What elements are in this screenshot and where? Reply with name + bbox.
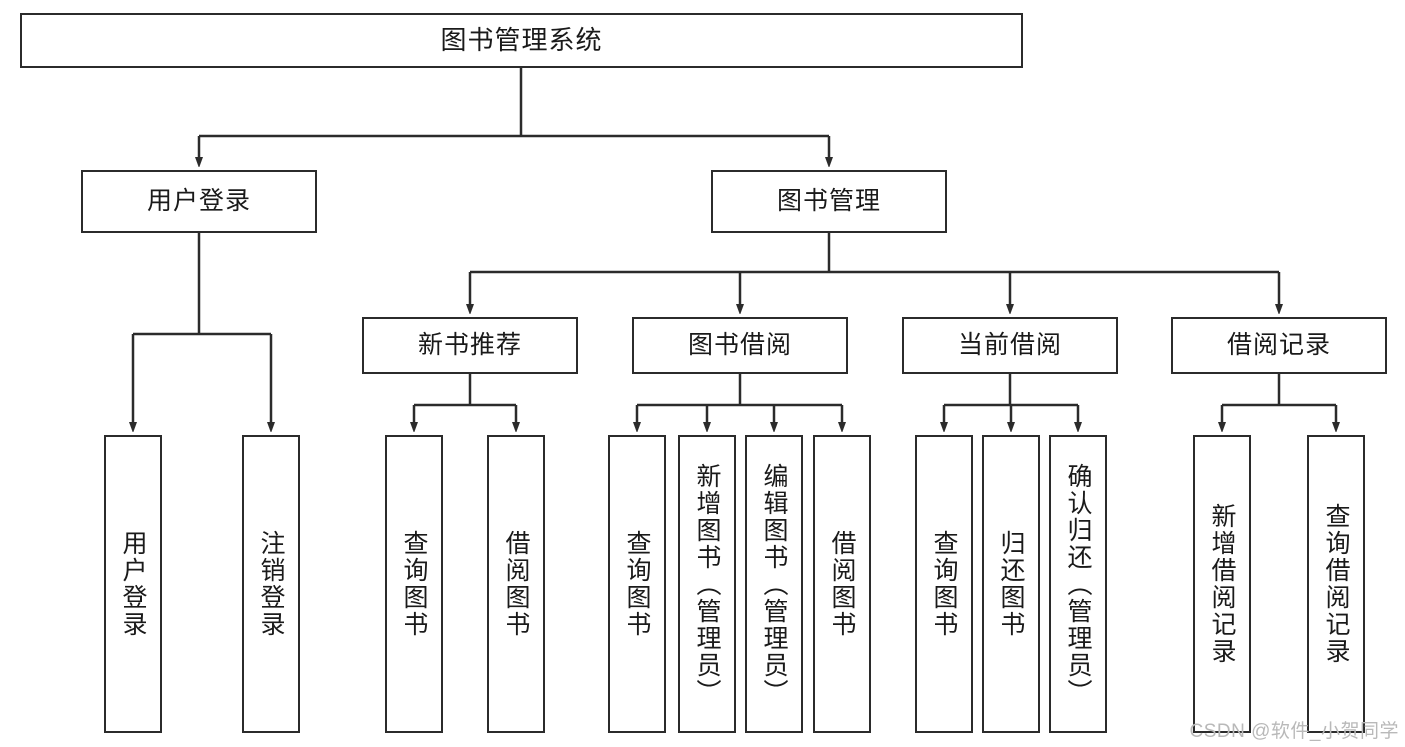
node-label: 查询图书 — [623, 530, 651, 638]
node-book-borrow[interactable]: 图书借阅 — [632, 317, 848, 374]
node-leaf-add-book-admin[interactable]: 新增图书（管理员） — [678, 435, 736, 733]
node-label: 图书管理 — [776, 186, 881, 215]
node-leaf-query-book-new-rec[interactable]: 查询图书 — [385, 435, 443, 733]
edges-newbook-to-leaves — [414, 374, 516, 423]
node-label: 用户登录 — [146, 186, 251, 215]
edges-root-to-level2 — [199, 68, 829, 158]
node-new-book-recommendation[interactable]: 新书推荐 — [362, 317, 578, 374]
node-leaf-query-book-borrow[interactable]: 查询图书 — [608, 435, 666, 733]
node-label: 编辑图书（管理员） — [760, 462, 788, 706]
node-label: 新增图书（管理员） — [693, 462, 721, 706]
node-label: 查询图书 — [400, 530, 428, 638]
node-label: 借阅记录 — [1226, 330, 1331, 359]
node-leaf-confirm-return-admin[interactable]: 确认归还（管理员） — [1049, 435, 1107, 733]
node-label: 当前借阅 — [957, 330, 1062, 359]
edges-currentborrow-to-leaves — [944, 374, 1078, 423]
node-user-login[interactable]: 用户登录 — [81, 170, 317, 233]
edges-bookmanage-to-level3 — [470, 233, 1279, 305]
node-label: 借阅图书 — [828, 530, 856, 638]
node-borrow-record[interactable]: 借阅记录 — [1171, 317, 1387, 374]
node-leaf-add-borrow-record[interactable]: 新增借阅记录 — [1193, 435, 1251, 733]
node-label: 图书借阅 — [687, 330, 792, 359]
edges-borrowrecord-to-leaves — [1222, 374, 1336, 423]
node-leaf-borrow-book-new-rec[interactable]: 借阅图书 — [487, 435, 545, 733]
node-label: 查询借阅记录 — [1322, 503, 1350, 665]
edges-bookborrow-to-leaves — [637, 374, 842, 423]
node-root-book-management-system[interactable]: 图书管理系统 — [20, 13, 1023, 68]
node-label: 归还图书 — [997, 530, 1025, 638]
watermark: CSDN @软件_小贺同学 — [1189, 721, 1399, 742]
node-label: 新增借阅记录 — [1208, 503, 1236, 665]
node-label: 用户登录 — [119, 530, 147, 638]
node-label: 查询图书 — [930, 530, 958, 638]
node-leaf-edit-book-admin[interactable]: 编辑图书（管理员） — [745, 435, 803, 733]
node-label: 新书推荐 — [417, 330, 522, 359]
node-label: 借阅图书 — [502, 530, 530, 638]
node-current-borrow[interactable]: 当前借阅 — [902, 317, 1118, 374]
node-leaf-query-book-current[interactable]: 查询图书 — [915, 435, 973, 733]
node-leaf-logout[interactable]: 注销登录 — [242, 435, 300, 733]
node-leaf-user-login[interactable]: 用户登录 — [104, 435, 162, 733]
node-label: 注销登录 — [257, 530, 285, 638]
node-leaf-query-borrow-record[interactable]: 查询借阅记录 — [1307, 435, 1365, 733]
node-label: 图书管理系统 — [440, 25, 603, 56]
node-leaf-borrow-book[interactable]: 借阅图书 — [813, 435, 871, 733]
node-label: 确认归还（管理员） — [1064, 462, 1092, 706]
node-book-management[interactable]: 图书管理 — [711, 170, 947, 233]
node-leaf-return-book[interactable]: 归还图书 — [982, 435, 1040, 733]
edges-userlogin-to-leaves — [133, 233, 271, 423]
